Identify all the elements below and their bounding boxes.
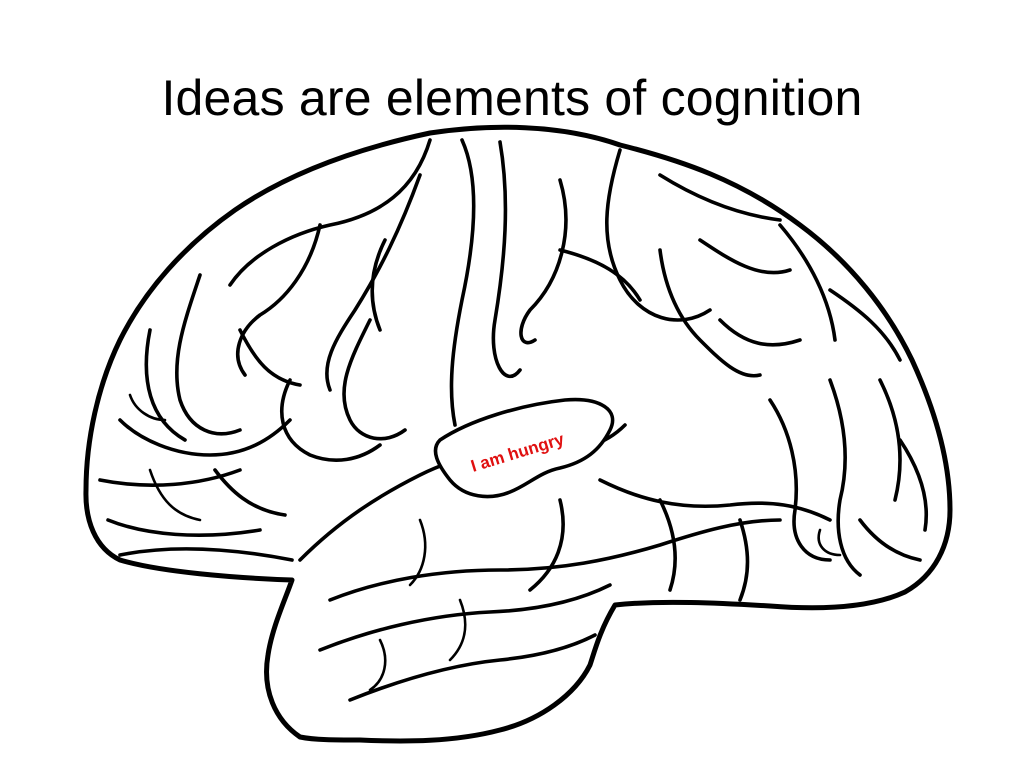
idea-gyrus: [433, 397, 615, 499]
central-sulcus: [449, 138, 476, 427]
precentral-sulcus: [491, 140, 522, 378]
slide-title: Ideas are elements of cognition: [161, 70, 863, 126]
postcentral-sulcus: [519, 178, 568, 345]
